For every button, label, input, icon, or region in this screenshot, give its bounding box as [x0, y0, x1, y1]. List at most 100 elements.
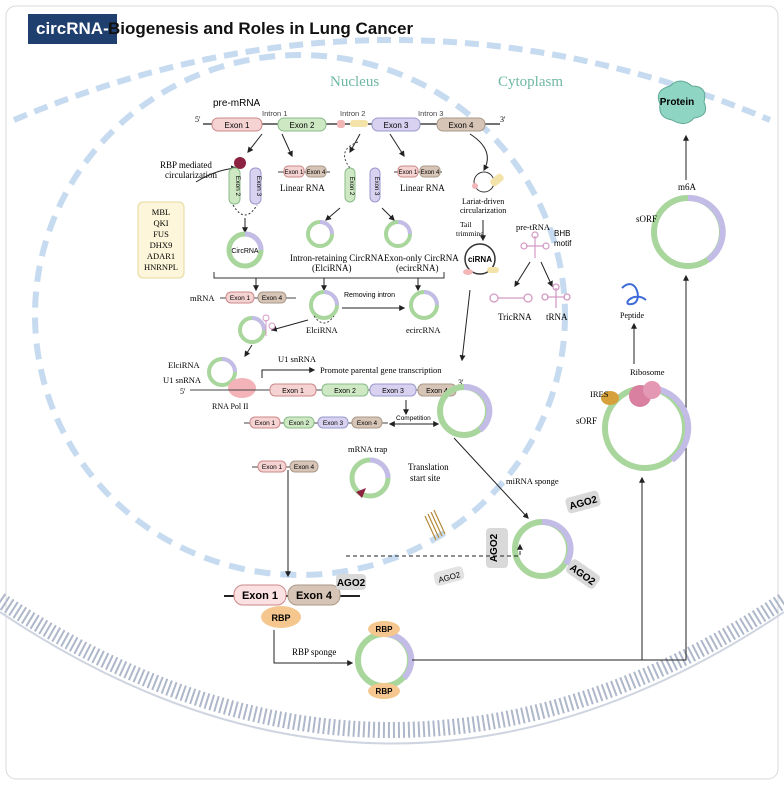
- u1-label: U1 snRNA: [278, 354, 317, 364]
- ires-icon: [601, 391, 619, 405]
- svg-text:Exon 2: Exon 2: [290, 121, 315, 130]
- bhb-label: BHB: [554, 229, 570, 238]
- promote-transcription-label: Promote parental gene transcription: [320, 365, 442, 375]
- pre-mrna-exon-1: Exon 1: [211, 117, 263, 132]
- mirna-sponge-label: miRNA sponge: [506, 476, 559, 486]
- svg-text:QKI: QKI: [153, 218, 168, 228]
- sorf-label-bottom: sORF: [576, 416, 597, 426]
- svg-text:Exon 1: Exon 1: [285, 170, 304, 176]
- elcirna-label-2: (ElciRNA): [312, 263, 352, 273]
- bottom-exon-4: Exon 4: [296, 590, 333, 602]
- cirna-label: ciRNA: [468, 255, 492, 264]
- tricrna-label: TricRNA: [498, 312, 532, 322]
- membrane-line: [0, 611, 784, 745]
- competition-label: Competition: [396, 415, 431, 422]
- svg-text:Exon 1: Exon 1: [262, 464, 283, 471]
- rbp-label: RBP: [271, 613, 290, 623]
- removing-intron-label: Removing intron: [344, 292, 395, 299]
- rbp-mediated-label: RBP mediated: [160, 160, 212, 170]
- title-badge: circRNA-: [28, 14, 117, 44]
- exon-3-vertical-b: Exon 3: [373, 177, 379, 196]
- rna-pol-ii-icon: [228, 378, 256, 398]
- svg-text:Exon 3: Exon 3: [323, 420, 344, 427]
- start-site-label: start site: [410, 473, 440, 483]
- three-prime: 3': [500, 115, 506, 124]
- ago2-free: AGO2: [433, 566, 465, 586]
- rna-pol-label: RNA Pol II: [212, 402, 249, 411]
- svg-text:FUS: FUS: [153, 229, 169, 239]
- five-prime-b: 5': [180, 387, 186, 396]
- svg-text:Exon 1: Exon 1: [225, 121, 250, 130]
- svg-text:Exon 3: Exon 3: [384, 121, 409, 130]
- tail-label-2: trimming: [456, 229, 484, 238]
- ago2-top: AGO2: [565, 490, 601, 514]
- circrna-label: CircRNA: [231, 248, 259, 255]
- svg-text:Exon 4: Exon 4: [426, 388, 448, 395]
- svg-text:Exon 1: Exon 1: [230, 295, 251, 302]
- mrna-label: mRNA: [190, 293, 215, 303]
- svg-text:Exon 4: Exon 4: [294, 464, 315, 471]
- m6a-label: m6A: [678, 182, 697, 192]
- cytoplasm-label: Cytoplasm: [498, 74, 563, 90]
- rbp-protein-list: MBL QKI FUS DHX9 ADAR1 HNRNPL: [144, 207, 178, 272]
- ires-label: IRES: [590, 389, 609, 399]
- linear-rna-label-1: Linear RNA: [280, 183, 325, 193]
- u1-snrna-icon: [262, 314, 276, 336]
- nucleus-label: Nucleus: [330, 74, 379, 90]
- lariat-label-1: Lariat-driven: [462, 197, 504, 206]
- exon-2-vertical: Exon 2: [234, 176, 241, 197]
- page-title: Biogenesis and Roles in Lung Cancer: [108, 19, 414, 38]
- svg-text:Exon 1: Exon 1: [282, 388, 304, 395]
- linear-rna-1: Exon 1 Exon 4 Linear RNA: [278, 165, 330, 193]
- pre-mrna-exon-4: Exon 4: [436, 117, 486, 132]
- mrna-trap-label: mRNA trap: [348, 444, 387, 454]
- protein-label: Protein: [660, 97, 694, 108]
- ago2-bottom-mrna: AGO2: [337, 578, 366, 589]
- svg-text:AGO2: AGO2: [489, 533, 500, 562]
- svg-text:Exon 1: Exon 1: [399, 170, 418, 176]
- rbp-circularization-label: circularization: [165, 170, 217, 180]
- intron-1-label: Intron 1: [262, 109, 287, 118]
- bottom-exon-1: Exon 1: [242, 590, 278, 602]
- five-prime: 5': [195, 115, 201, 124]
- intron-2-label: Intron 2: [340, 109, 365, 118]
- svg-text:Exon 2: Exon 2: [334, 388, 356, 395]
- ecircrna-label-1: Exon-only CircRNA: [384, 253, 459, 263]
- rbp-list-box: [137, 201, 185, 279]
- ecircrna-middle-label: ecircRNA: [406, 325, 441, 335]
- pre-trna-icon: [520, 231, 550, 258]
- trna-icon: [541, 283, 571, 308]
- svg-text:ADAR1: ADAR1: [147, 251, 175, 261]
- plasma-membrane: [0, 593, 784, 738]
- elcirna-middle-label: ElciRNA: [306, 325, 338, 335]
- linear-rna-2: Exon 1 Exon 4 Linear RNA: [394, 165, 445, 193]
- rbp-dot: [234, 157, 246, 169]
- svg-text:Exon 2: Exon 2: [289, 420, 310, 427]
- peptide-label: Peptide: [620, 311, 644, 320]
- protein-icon: [657, 80, 707, 124]
- svg-text:DHX9: DHX9: [150, 240, 173, 250]
- ribosome-label: Ribosome: [630, 367, 665, 377]
- rbp-blob: [261, 606, 301, 628]
- pre-trna-label: pre-tRNA: [516, 222, 551, 232]
- svg-text:Exon 4: Exon 4: [357, 420, 378, 427]
- ecircrna-label-2: (ecircRNA): [396, 263, 438, 273]
- trna-label: tRNA: [546, 312, 568, 322]
- mirna-hairpin: [424, 509, 446, 541]
- pre-mrna-exon-3: Exon 3: [371, 117, 421, 132]
- svg-text:Exon 4: Exon 4: [449, 121, 474, 130]
- translation-label: Translation: [408, 462, 449, 472]
- svg-text:Exon 3: Exon 3: [382, 388, 404, 395]
- svg-text:Exon 4: Exon 4: [307, 170, 326, 176]
- nuclear-envelope: [32, 52, 568, 578]
- u1-left-label: U1 snRNA: [163, 375, 202, 385]
- rbp-sponge-label: RBP sponge: [292, 647, 336, 657]
- exon-2-vertical-b: Exon 2: [348, 177, 354, 196]
- svg-text:HNRNPL: HNRNPL: [144, 262, 178, 272]
- lariat-label-2: circularization: [460, 206, 506, 215]
- three-prime-b: 3': [458, 378, 464, 387]
- svg-text:Exon 1: Exon 1: [255, 420, 276, 427]
- bhb-motif-label: motif: [554, 239, 572, 248]
- cell-frame: [5, 5, 779, 780]
